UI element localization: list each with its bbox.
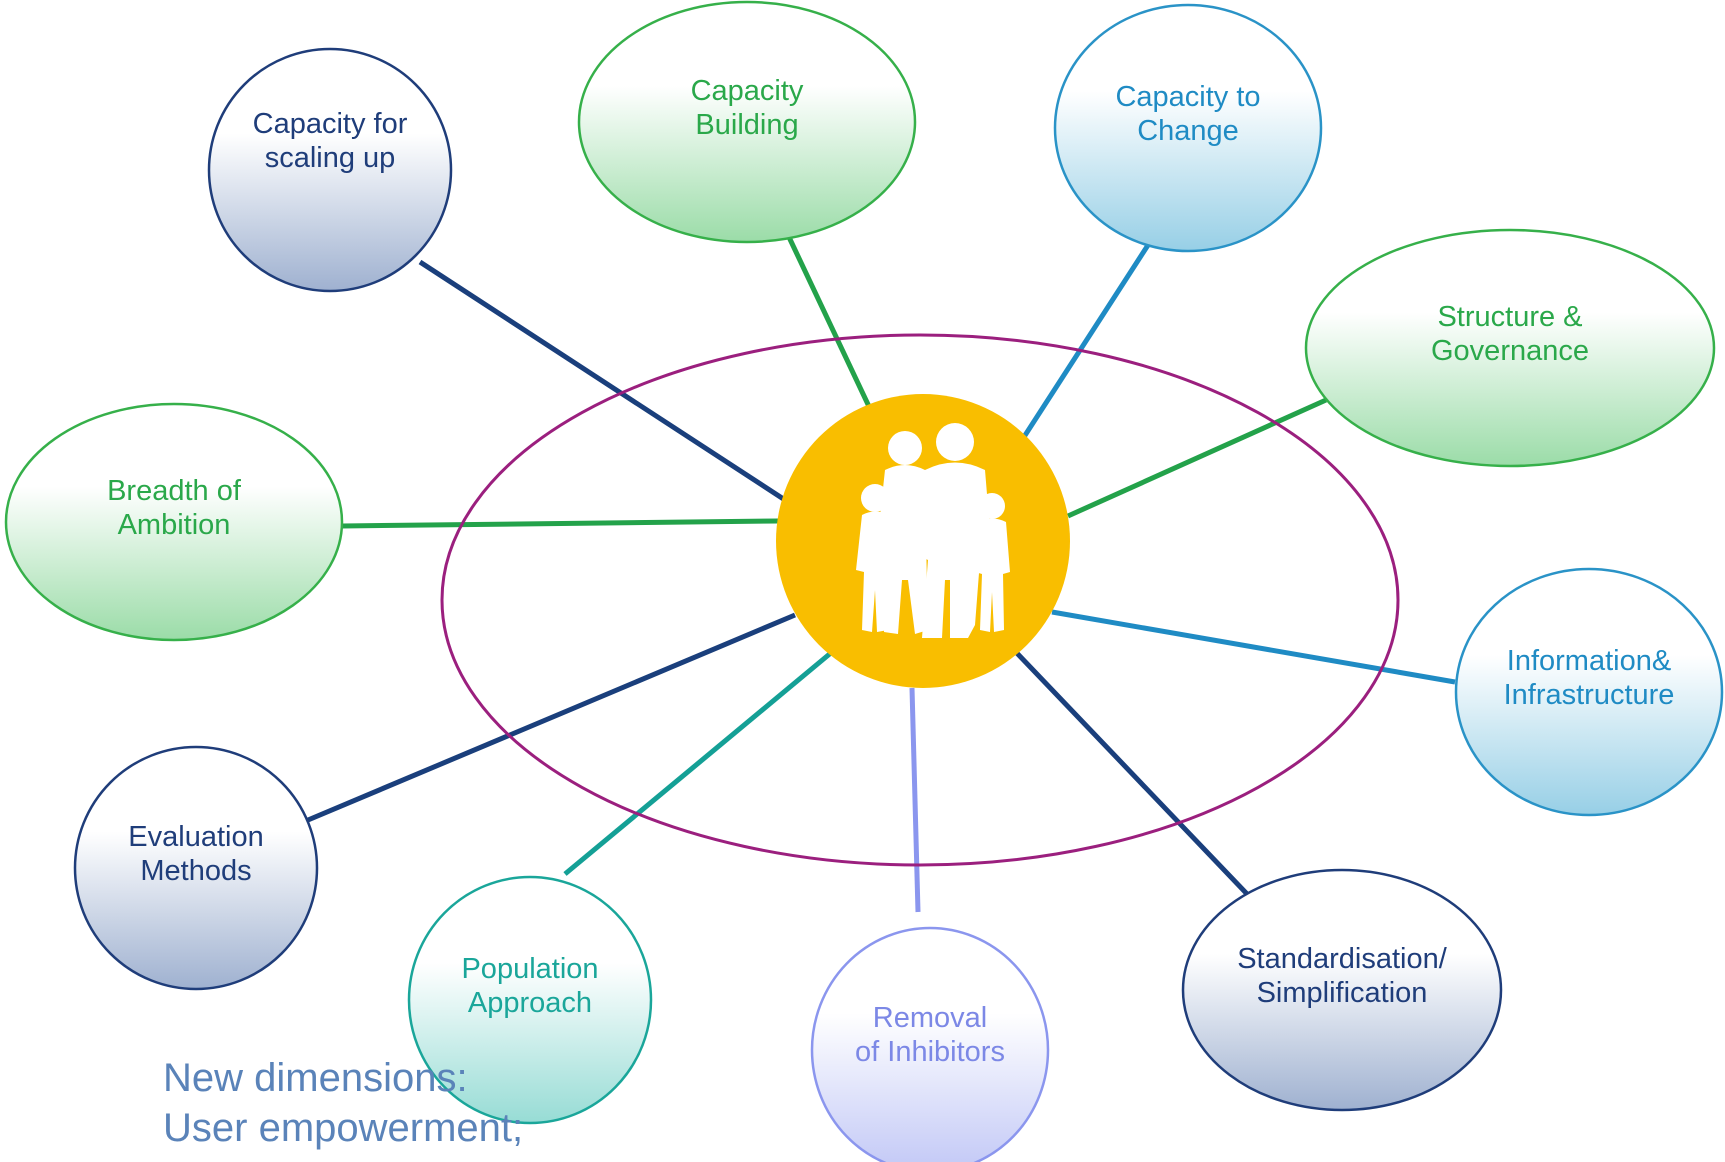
connector-capacity-for-scaling-up	[418, 259, 787, 503]
center-hub	[776, 394, 1070, 688]
connector-capacity-to-change	[1019, 240, 1153, 442]
connector-capacity-building	[785, 233, 876, 417]
node-standardisation-simplification: Standardisation/Simplification	[1181, 868, 1503, 1112]
node-information-infrastructure: Information&Infrastructure	[1454, 567, 1724, 817]
node-label-line: scaling up	[265, 142, 396, 174]
node-shape-capacity-for-scaling-up	[207, 47, 453, 293]
node-shape-information-infrastructure	[1454, 567, 1724, 817]
node-label-information-infrastructure: Information&Infrastructure	[1504, 645, 1675, 711]
node-label-line: Evaluation	[128, 821, 263, 853]
connector-standardisation-simplification	[1012, 648, 1250, 897]
node-label-line: Capacity to	[1115, 81, 1260, 113]
connector-removal-of-inhibitors	[909, 687, 921, 913]
node-label-line: Standardisation/	[1237, 943, 1448, 975]
connector-structure-governance	[1066, 397, 1328, 519]
node-label-line: Information&	[1507, 645, 1671, 677]
node-shape-capacity-building	[577, 0, 917, 244]
node-shape-capacity-to-change	[1053, 3, 1323, 253]
node-label-line: Change	[1137, 115, 1239, 147]
node-label-structure-governance: Structure &Governance	[1431, 301, 1589, 367]
node-shape-evaluation-methods	[73, 745, 319, 991]
node-label-line: Simplification	[1257, 977, 1428, 1009]
node-label-line: Approach	[468, 987, 592, 1019]
node-label-line: Building	[695, 109, 798, 141]
central-ring	[440, 333, 1400, 867]
footer-line-1: New dimensions:	[163, 1056, 468, 1100]
connector-lines	[307, 233, 1456, 913]
node-shape-population-approach	[407, 875, 653, 1125]
family-silhouette-icon	[856, 423, 1010, 638]
node-label-line: Methods	[140, 855, 251, 887]
node-label-line: Capacity	[691, 75, 804, 107]
connector-evaluation-methods	[307, 612, 796, 823]
node-label-standardisation-simplification: Standardisation/Simplification	[1237, 943, 1448, 1009]
connector-population-approach	[563, 650, 834, 876]
connector-information-infrastructure	[1051, 609, 1456, 685]
node-structure-governance: Structure &Governance	[1304, 228, 1716, 468]
node-label-line: Population	[461, 953, 598, 985]
node-shape-structure-governance	[1304, 228, 1716, 468]
footer-line-2: User empowerment;	[163, 1106, 523, 1150]
node-label-line: Capacity for	[253, 108, 408, 140]
node-shape-standardisation-simplification	[1181, 868, 1503, 1112]
node-label-line: Removal	[873, 1002, 987, 1034]
node-shape-breadth-of-ambition	[4, 402, 344, 642]
node-label-line: Structure &	[1437, 301, 1582, 333]
node-label-line: Breadth of	[107, 475, 242, 507]
node-shape-removal-of-inhibitors	[810, 926, 1050, 1162]
node-label-line: Governance	[1431, 335, 1589, 367]
footer-text: New dimensions: User empowerment;	[163, 1056, 523, 1150]
node-label-line: of Inhibitors	[855, 1036, 1005, 1068]
node-label-line: Ambition	[118, 509, 231, 541]
node-label-line: Infrastructure	[1504, 679, 1675, 711]
connector-breadth-of-ambition	[341, 518, 779, 529]
